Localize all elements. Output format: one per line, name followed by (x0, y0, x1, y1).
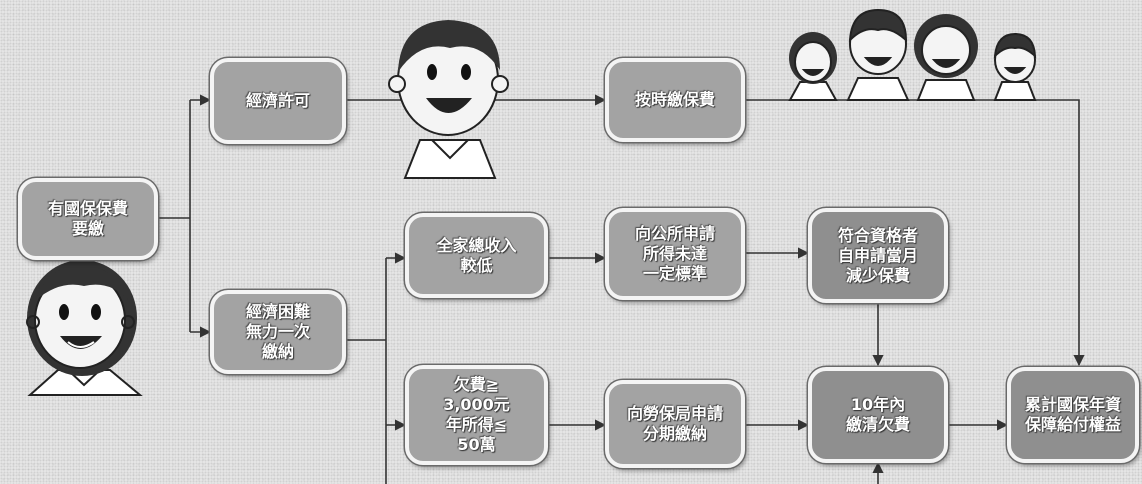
node-apply-district-office: 向公所申請 所得未達 一定標準 (605, 208, 745, 300)
node-apply-installment: 向勞保局申請 分期繳納 (605, 380, 745, 468)
node-accumulate-seniority: 累計國保年資 保障給付權益 (1007, 367, 1139, 463)
node-pay-off-within-10-years: 10年內 繳清欠費 (808, 367, 948, 463)
node-pay-on-time: 按時繳保費 (605, 58, 745, 142)
node-financially-able: 經濟許可 (210, 58, 346, 144)
woman-illustration (26, 260, 143, 396)
family-illustration (788, 8, 1037, 101)
boy-illustration (388, 20, 509, 179)
node-financial-hardship: 經濟困難 無力一次 繳納 (210, 290, 346, 374)
node-unpaid-premium: 有國保保費 要繳 (18, 178, 158, 260)
node-arrears-condition: 欠費≧ 3,000元 年所得≦ 50萬 (405, 365, 548, 465)
node-qualified-reduction: 符合資格者 自申請當月 減少保費 (808, 208, 948, 303)
node-low-household-income: 全家總收入 較低 (405, 213, 548, 298)
